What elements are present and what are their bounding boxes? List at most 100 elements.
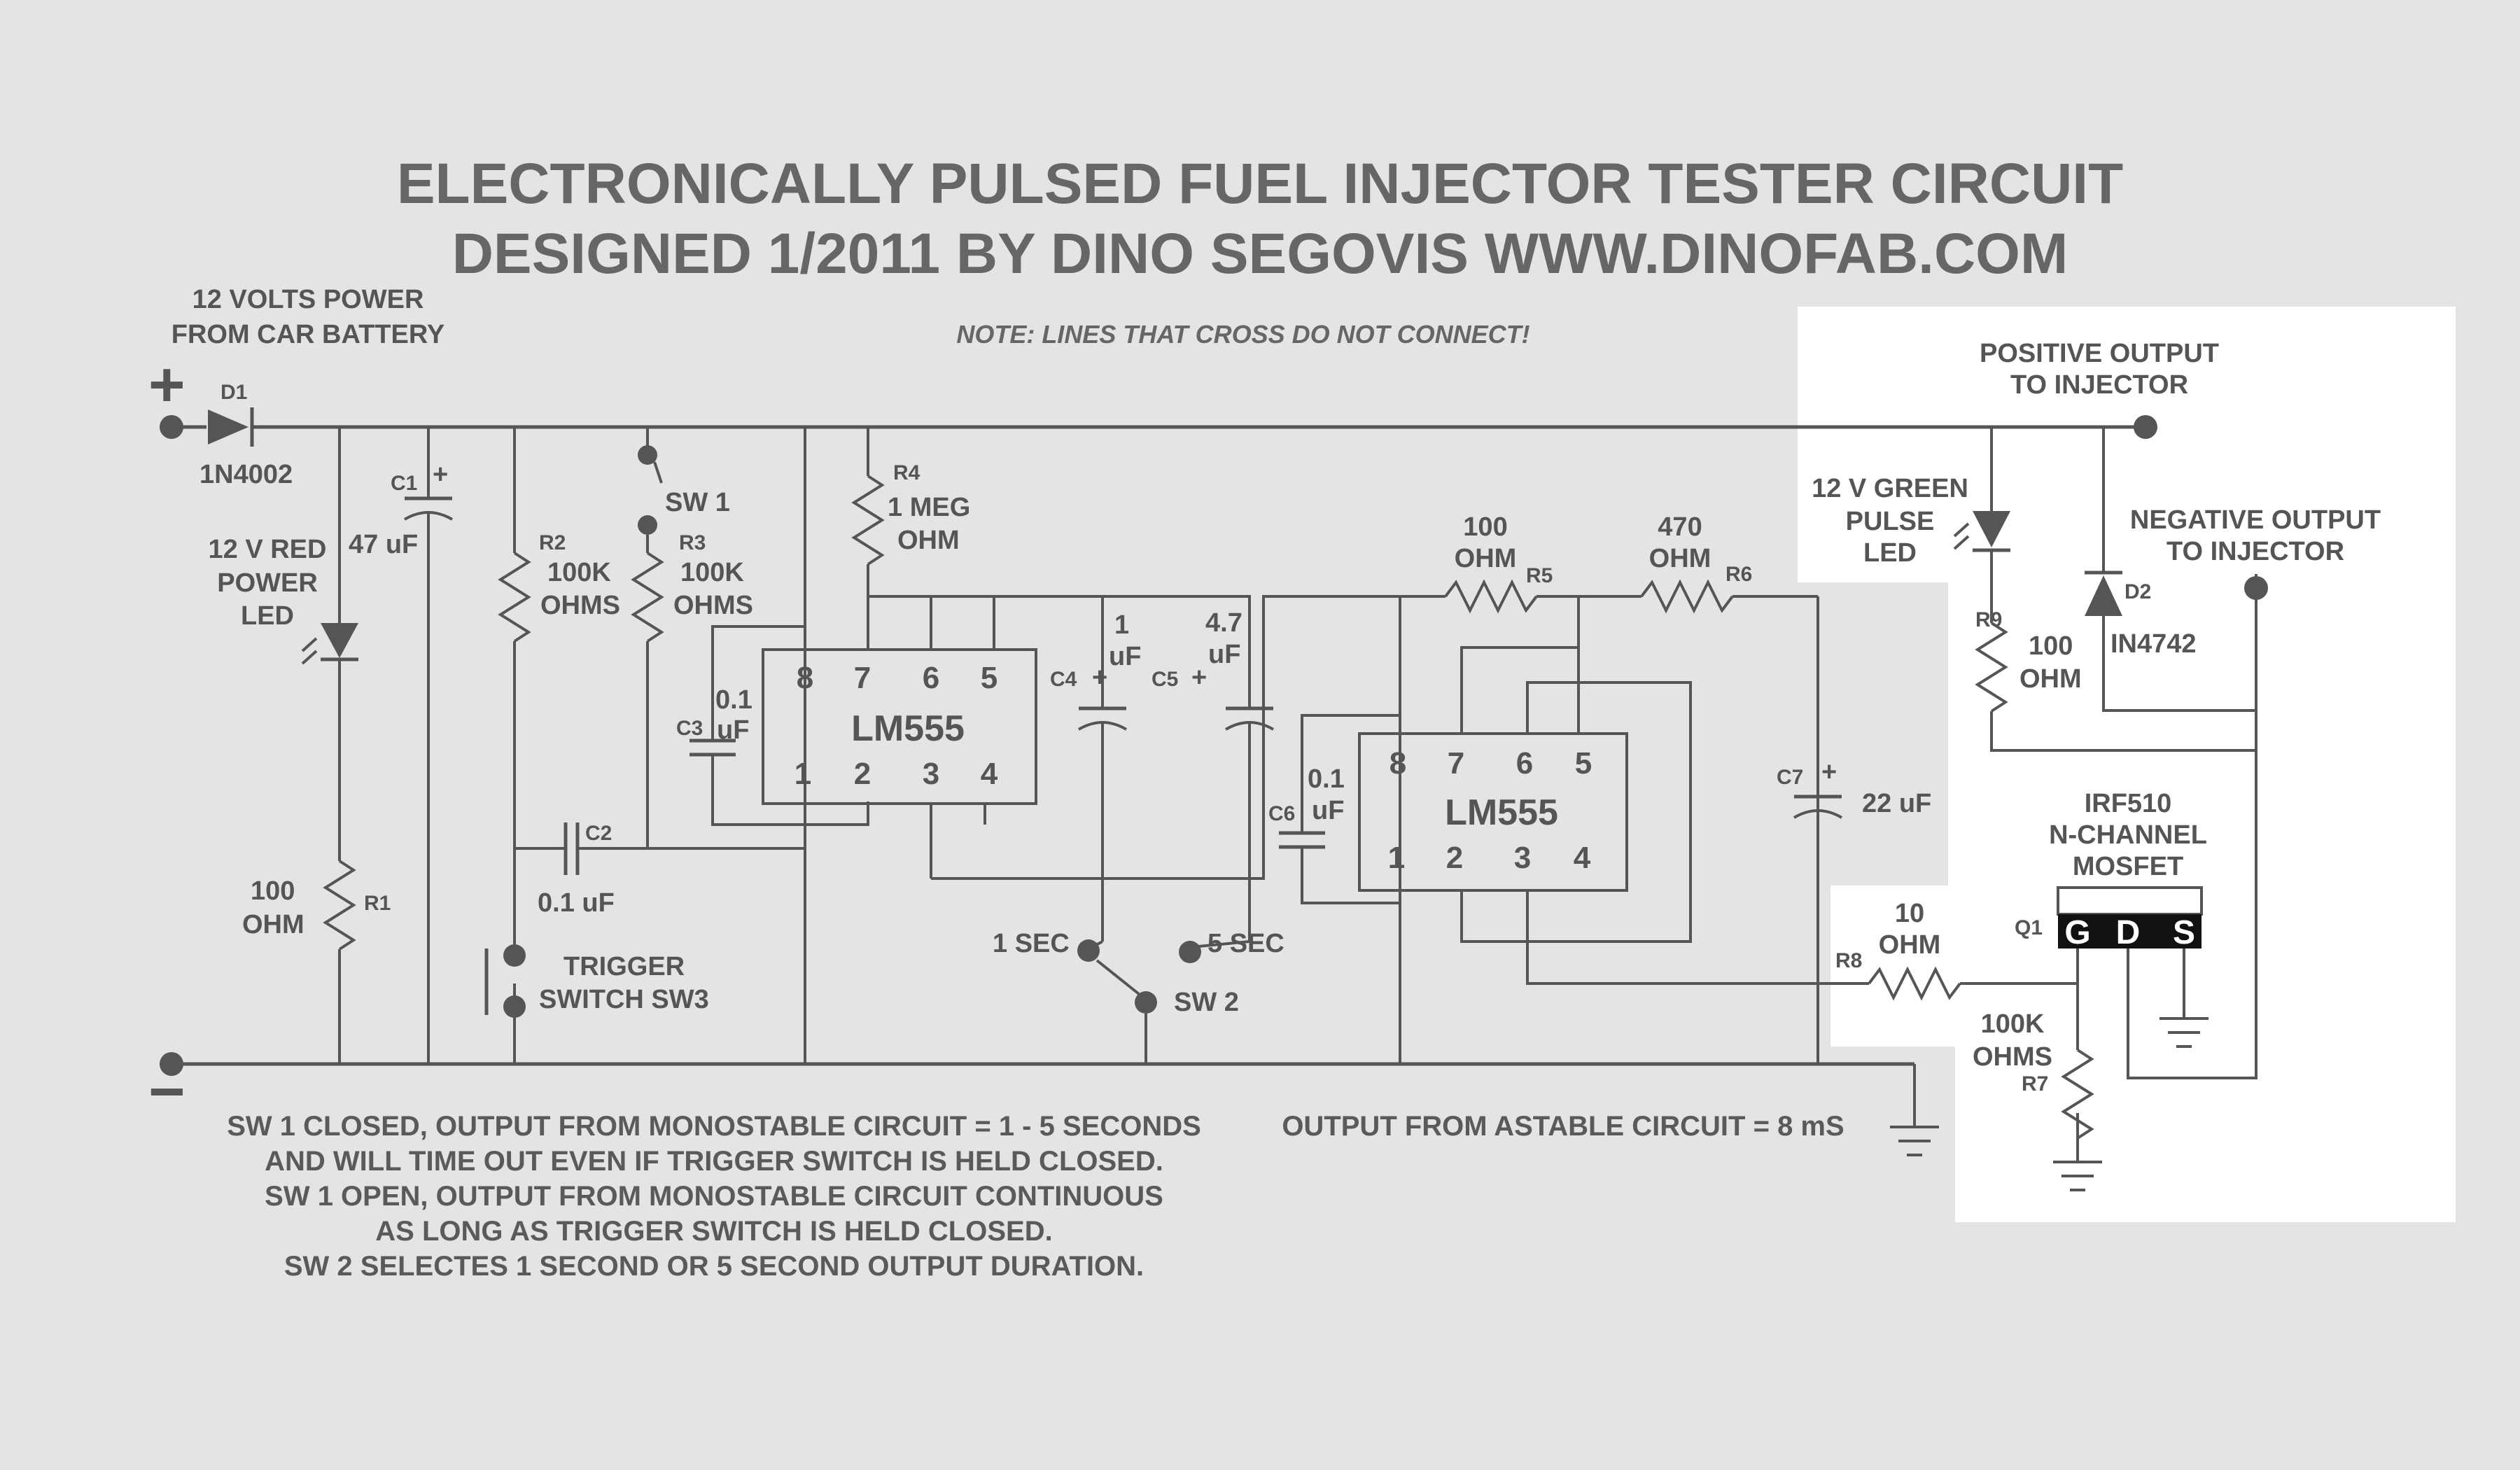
c6-value-1: 0.1 xyxy=(1308,764,1345,794)
plus-terminal-symbol: + xyxy=(148,350,186,420)
title-line-2: DESIGNED 1/2011 BY DINO SEGOVIS WWW.DINO… xyxy=(452,222,2068,286)
pulse-led-label-2: PULSE xyxy=(1846,507,1935,536)
power-led-label-2: POWER xyxy=(217,568,318,598)
title-line-1: ELECTRONICALLY PULSED FUEL INJECTOR TEST… xyxy=(397,152,2123,216)
r1-ref: R1 xyxy=(364,892,391,915)
sw1-label: SW 1 xyxy=(665,488,730,517)
sw2-opt-2: 5 SEC xyxy=(1208,929,1284,958)
d1-ref: D1 xyxy=(220,381,247,404)
c1-plus: + xyxy=(433,460,448,489)
c5-ref: C5 xyxy=(1152,668,1178,691)
ic1-name: LM555 xyxy=(851,708,965,749)
crossing-note: NOTE: LINES THAT CROSS DO NOT CONNECT! xyxy=(956,320,1530,349)
switch-sw1[interactable] xyxy=(638,427,663,535)
capacitor-c3 xyxy=(690,625,869,826)
ic2-pin-2: 2 xyxy=(1446,841,1463,875)
ic2-pin-6: 6 xyxy=(1516,746,1533,780)
c4-value-1: 1 xyxy=(1114,610,1129,640)
c7-value: 22 uF xyxy=(1862,789,1931,818)
negative-input-terminal[interactable] xyxy=(160,1052,183,1076)
c6-ref: C6 xyxy=(1268,802,1295,825)
c4-ref: C4 xyxy=(1050,668,1077,691)
power-label-line-2: FROM CAR BATTERY xyxy=(172,320,445,349)
q1-pin-d: D xyxy=(2116,914,2141,951)
ic2-pin-8: 8 xyxy=(1390,746,1406,780)
ic1-pin-8: 8 xyxy=(797,661,813,695)
r2-value-1: 100K xyxy=(547,558,611,587)
capacitor-c7 xyxy=(1793,794,1843,1064)
r2-value-2: OHMS xyxy=(540,591,620,620)
trigger-label-1: TRIGGER xyxy=(564,952,685,981)
monostable-note-5: SW 2 SELECTES 1 SECOND OR 5 SECOND OUTPU… xyxy=(284,1251,1144,1282)
ic1-pin-7: 7 xyxy=(854,661,871,695)
ic1-pin-4: 4 xyxy=(981,757,998,791)
output-stage-wiring xyxy=(1830,427,2258,1191)
negative-output-terminal[interactable] xyxy=(2244,576,2268,600)
c6-value-2: uF xyxy=(1312,796,1344,825)
c7-ref: C7 xyxy=(1777,766,1803,789)
r5-value-1: 100 xyxy=(1463,512,1507,542)
ic1-output-to-ic2-reset xyxy=(931,595,1400,880)
c3-value-2: uF xyxy=(717,715,749,745)
c2-value: 0.1 uF xyxy=(538,888,615,918)
ic2-pin-5: 5 xyxy=(1575,746,1592,780)
monostable-note-4: AS LONG AS TRIGGER SWITCH IS HELD CLOSED… xyxy=(375,1216,1052,1247)
capacitor-c5 xyxy=(1224,706,1275,941)
q1-pin-strip xyxy=(2058,914,2202,948)
c3-value-1: 0.1 xyxy=(715,685,752,715)
r9-value-1: 100 xyxy=(2029,631,2073,661)
power-label-line-1: 12 VOLTS POWER xyxy=(192,285,424,314)
r3-value-2: OHMS xyxy=(673,591,753,620)
c5-plus: + xyxy=(1191,663,1207,692)
r1-value-1: 100 xyxy=(251,876,295,906)
r4-value-1: 1 MEG xyxy=(888,493,970,522)
ic1-lm555-package xyxy=(762,648,1037,805)
switch-sw2[interactable] xyxy=(1077,939,1201,1014)
c5-value-1: 4.7 xyxy=(1205,608,1242,638)
c1-value: 47 uF xyxy=(349,530,418,559)
c5-value-2: uF xyxy=(1208,640,1240,669)
resistor-r2 xyxy=(498,427,531,1064)
pulse-led-label-3: LED xyxy=(1863,538,1917,568)
negative-output-label-1: NEGATIVE OUTPUT xyxy=(2130,505,2381,535)
r3-ref: R3 xyxy=(679,531,706,554)
ic2-pin-1: 1 xyxy=(1388,841,1405,875)
sw2-opt-1: 1 SEC xyxy=(993,929,1070,958)
ic1-pin-1: 1 xyxy=(794,757,811,791)
r2-ref: R2 xyxy=(539,531,566,554)
capacitor-c2 xyxy=(514,822,805,875)
r4-value-2: OHM xyxy=(897,526,960,555)
r3-value-1: 100K xyxy=(680,558,744,587)
trigger-switch-sw3[interactable] xyxy=(484,944,526,1018)
c2-ref: C2 xyxy=(585,822,612,845)
c4-value-2: uF xyxy=(1109,642,1141,671)
zener-diode-d2 xyxy=(2085,570,2122,616)
power-led-branch xyxy=(301,427,358,1064)
r7-value-2: OHMS xyxy=(1973,1042,2052,1072)
ic2-name: LM555 xyxy=(1445,792,1558,833)
r8-ref: R8 xyxy=(1835,949,1862,972)
c4-plus: + xyxy=(1092,663,1107,692)
ic2-pin-4: 4 xyxy=(1574,841,1591,875)
r9-value-2: OHM xyxy=(2019,664,2082,694)
monostable-note-3: SW 1 OPEN, OUTPUT FROM MONOSTABLE CIRCUI… xyxy=(265,1181,1163,1212)
ic1-pin-5: 5 xyxy=(981,661,997,695)
ic1-pin-2: 2 xyxy=(854,757,871,791)
trigger-label-2: SWITCH SW3 xyxy=(539,985,709,1014)
d2-part: IN4742 xyxy=(2110,629,2197,659)
r4-ref: R4 xyxy=(893,461,920,484)
r7-ref: R7 xyxy=(2022,1072,2048,1096)
ic1-pin-3: 3 xyxy=(923,757,939,791)
r6-value-1: 470 xyxy=(1658,512,1702,542)
ic2-lm555-package xyxy=(1358,732,1628,892)
r8-value-2: OHM xyxy=(1879,930,1941,960)
pulse-led-label-1: 12 V GREEN xyxy=(1812,474,1968,503)
negative-output-label-2: TO INJECTOR xyxy=(2166,537,2344,566)
r6-value-2: OHM xyxy=(1649,544,1712,573)
positive-output-terminal[interactable] xyxy=(2134,415,2157,439)
q1-label-2: N-CHANNEL xyxy=(2049,820,2207,850)
positive-input-terminal[interactable] xyxy=(160,415,183,439)
power-led-label-1: 12 V RED xyxy=(209,535,327,564)
